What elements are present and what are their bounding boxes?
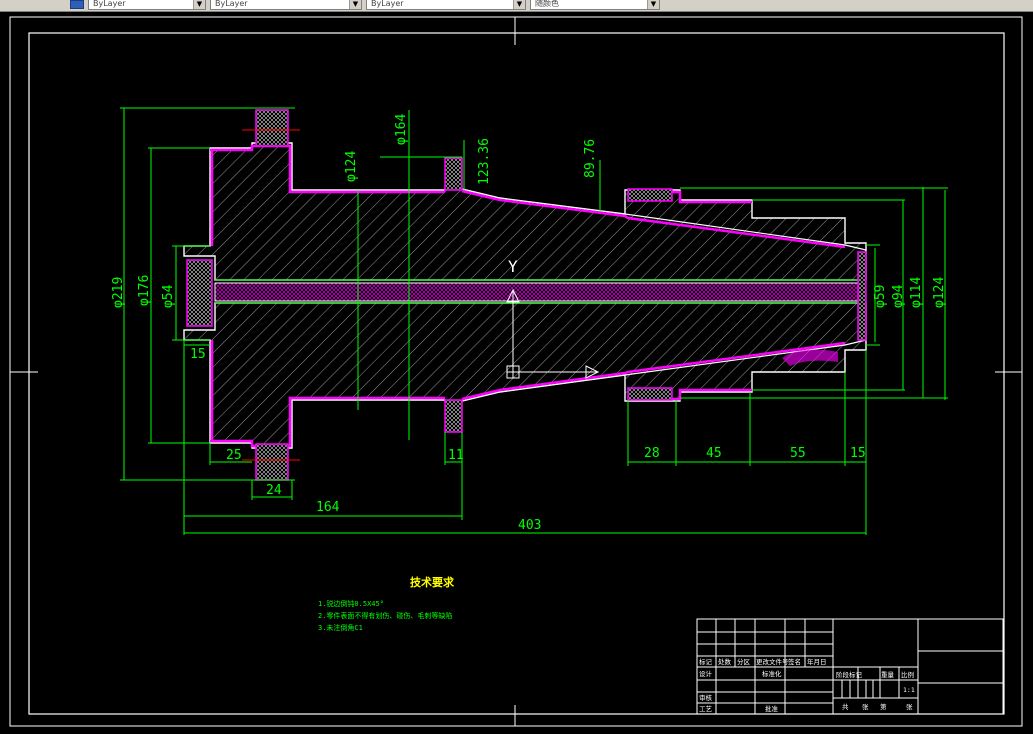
seal-end-right[interactable]: [857, 251, 867, 341]
drawing-canvas[interactable]: Y φ219 φ176 φ54 φ124 φ164 123.36 89.76 φ…: [0, 11, 1033, 734]
properties-toolbar: ByLayer ▼ ByLayer ▼ ByLayer ▼ 随颜色 ▼: [0, 0, 1033, 12]
tb-weight: 重量: [881, 671, 895, 679]
seal-bottom-mid[interactable]: [444, 399, 463, 433]
tb-zone: 分区: [737, 657, 751, 666]
dim-15-right: 15: [850, 446, 866, 461]
horizontal-dim-labels: 15 25 24 11 164 403 28 45 55 15: [190, 347, 866, 533]
horizontal-dimensions: [183, 340, 867, 535]
dim-phi124-left: φ124: [344, 151, 359, 182]
seal-top-mid[interactable]: [444, 157, 463, 191]
seal-top-right[interactable]: [627, 188, 673, 202]
dim-phi94: φ94: [891, 284, 906, 308]
chevron-down-icon[interactable]: ▼: [193, 0, 205, 9]
tb-date: 年月日: [807, 657, 827, 666]
tb-stage: 阶段标记: [836, 670, 863, 679]
dim-89-76: 89.76: [583, 139, 598, 178]
color-combo[interactable]: ByLayer ▼: [210, 0, 362, 10]
tb-approve: 批准: [765, 704, 779, 713]
note-line-1: 1.锐边倒钝0.5X45°: [318, 599, 384, 608]
chevron-down-icon[interactable]: ▼: [349, 0, 361, 9]
tb-count: 处数: [718, 657, 732, 666]
ucs-icon[interactable]: Y: [506, 257, 600, 379]
dim-123-36: 123.36: [477, 138, 492, 185]
drawing-frame: [28, 32, 1005, 715]
dim-15-left: 15: [190, 347, 206, 362]
notes-title: 技术要求: [410, 575, 455, 589]
dim-phi219: φ219: [111, 277, 126, 308]
note-line-3: 3.未注倒角C1: [318, 623, 363, 632]
seal-end-left[interactable]: [186, 259, 213, 327]
linetype-combo-value: ByLayer: [371, 0, 404, 8]
dim-phi164: φ164: [394, 114, 409, 145]
tb-mark: 标记: [699, 657, 713, 666]
shaft-section[interactable]: [183, 142, 867, 449]
vertical-dimensions: [120, 107, 948, 481]
dim-11: 11: [448, 448, 464, 463]
layer-icon[interactable]: [70, 0, 84, 9]
dim-phi114: φ114: [909, 277, 924, 308]
dim-24: 24: [266, 483, 282, 498]
lineweight-combo-value: 随颜色: [535, 0, 559, 8]
tb-sign: 签名: [788, 657, 801, 666]
tb-process: 工艺: [699, 705, 713, 713]
dim-phi176: φ176: [137, 275, 152, 306]
tb-scale-value: 1:1: [903, 686, 915, 694]
dim-phi59: φ59: [873, 285, 888, 308]
technical-notes: 技术要求 1.锐边倒钝0.5X45° 2.零件表面不得有划伤、碰伤、毛刺等缺陷 …: [318, 575, 455, 632]
tb-no: 第: [880, 702, 887, 711]
dim-phi124-right: φ124: [932, 277, 947, 308]
title-block-text: 标记 处数 分区 更改文件号 签名 年月日 设计 标准化 审核 工艺 批准 阶段…: [699, 657, 915, 713]
tb-change: 更改文件号: [756, 657, 789, 666]
lineweight-combo[interactable]: 随颜色 ▼: [530, 0, 660, 10]
tb-design: 设计: [699, 669, 713, 678]
tb-sheet2: 张: [906, 702, 913, 711]
vertical-dim-labels: φ219 φ176 φ54 φ124 φ164 123.36 89.76 φ59…: [111, 114, 947, 308]
tb-scale: 比例: [901, 670, 914, 679]
chevron-down-icon[interactable]: ▼: [647, 0, 659, 9]
thread-detail: [782, 349, 838, 366]
tb-total: 共: [842, 702, 849, 711]
dim-55: 55: [790, 446, 806, 461]
tb-audit: 审核: [699, 693, 713, 702]
seal-bottom-right[interactable]: [627, 387, 673, 401]
layer-combo-value: ByLayer: [93, 0, 126, 8]
title-block[interactable]: [696, 618, 1004, 715]
dim-45: 45: [706, 446, 722, 461]
tb-sheet: 张: [862, 702, 869, 711]
layer-combo[interactable]: ByLayer ▼: [88, 0, 206, 10]
seal-bottom-left[interactable]: [255, 443, 289, 481]
linetype-combo[interactable]: ByLayer ▼: [366, 0, 526, 10]
seal-top-left[interactable]: [255, 109, 289, 147]
ucs-y-label: Y: [508, 257, 518, 276]
tb-standard: 标准化: [762, 669, 782, 678]
dim-28: 28: [644, 446, 660, 461]
dim-164: 164: [316, 500, 340, 515]
color-combo-value: ByLayer: [215, 0, 248, 8]
dim-403: 403: [518, 518, 541, 533]
dim-25: 25: [226, 448, 242, 463]
dim-phi54: φ54: [161, 284, 176, 308]
note-line-2: 2.零件表面不得有划伤、碰伤、毛刺等缺陷: [318, 611, 452, 620]
chevron-down-icon[interactable]: ▼: [513, 0, 525, 9]
